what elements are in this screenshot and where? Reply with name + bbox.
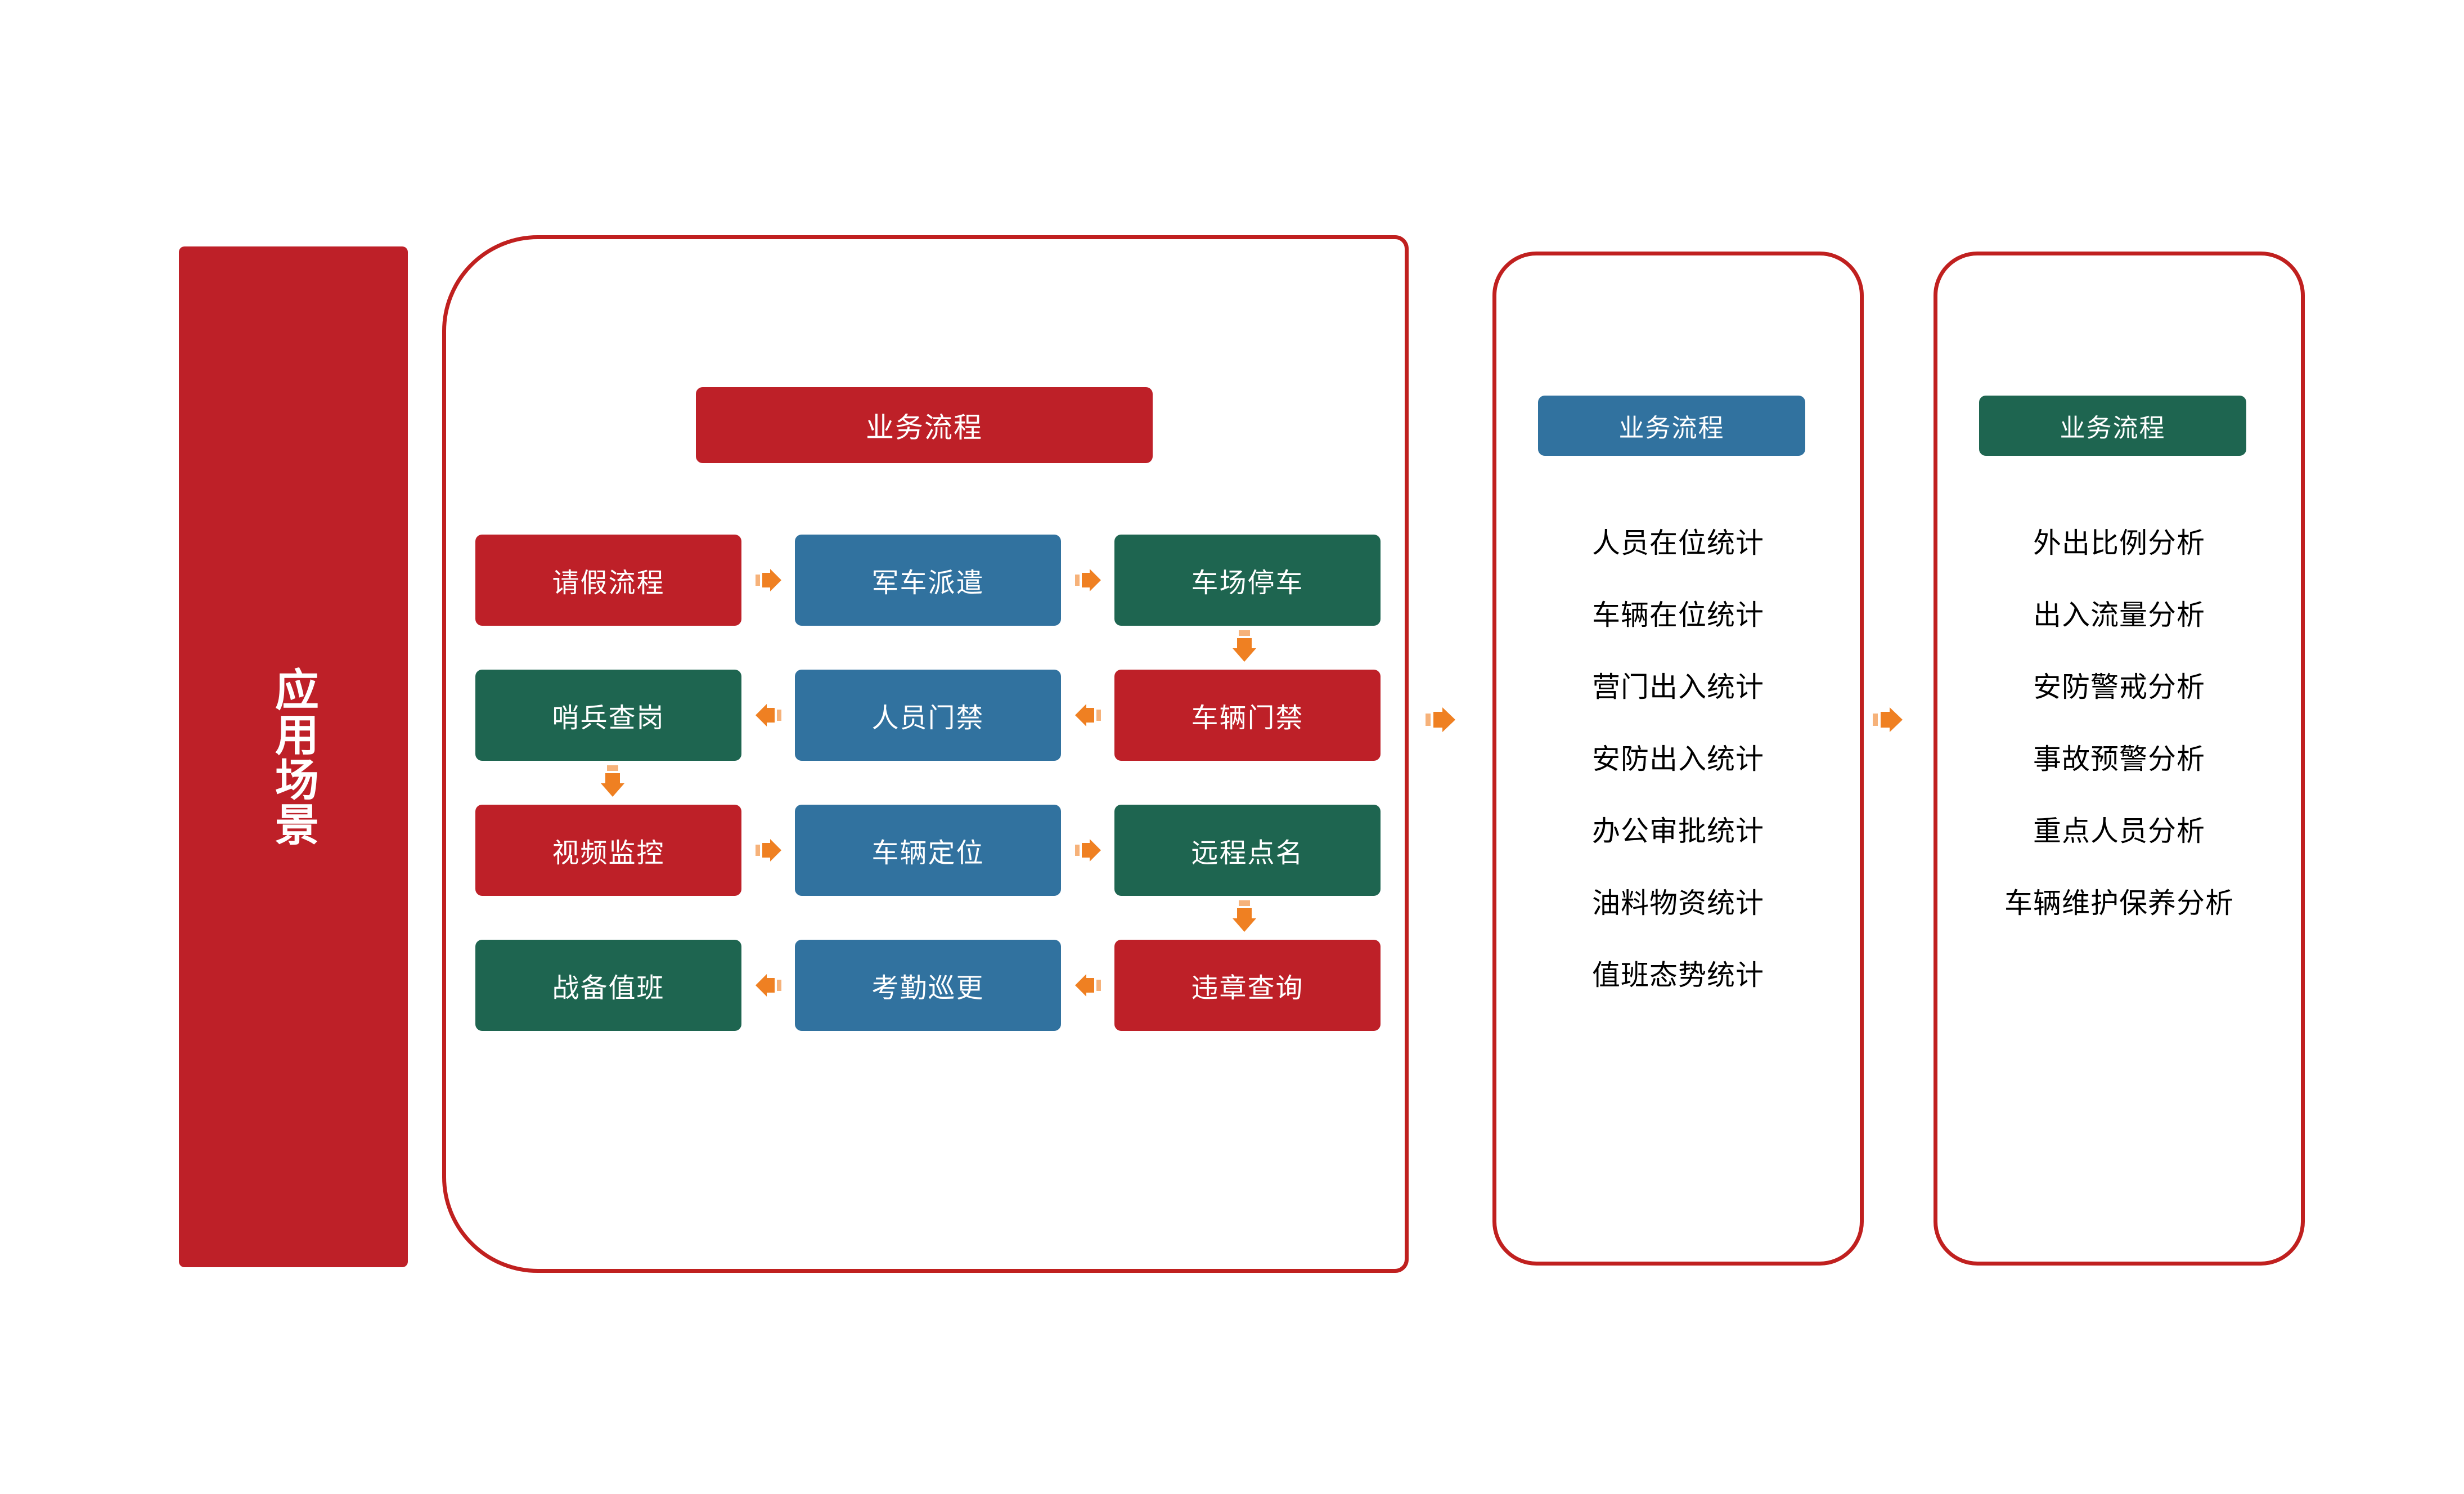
flow-box-label: 视频监控 [552,838,665,868]
arrow-right-icon [753,565,784,595]
flow-arrow-slot [1061,700,1114,730]
flow-arrow-slot [741,970,795,1001]
arrow-right-icon [753,835,784,865]
process-panel-header: 业务流程 [696,387,1153,463]
flow-box-leave-process[interactable]: 请假流程 [475,535,741,626]
flow-box-sentry-inspection[interactable]: 哨兵查岗 [475,670,741,761]
flow-box-label: 请假流程 [552,568,665,598]
arrow-left-icon [1073,970,1103,1001]
flow-box-remote-roll-call[interactable]: 远程点名 [1114,805,1381,896]
list-item[interactable]: 油料物资统计 [1592,887,1764,919]
flow-arrow-slot [741,700,795,730]
flow-box-label: 远程点名 [1191,838,1304,868]
flow-arrow-slot [741,835,795,865]
list-item[interactable]: 安防出入统计 [1592,743,1764,775]
flow-box-label: 违章查询 [1191,973,1304,1003]
list-item[interactable]: 值班态势统计 [1592,959,1764,991]
list-item[interactable]: 安防警戒分析 [2033,671,2205,703]
list-item[interactable]: 办公审批统计 [1592,815,1764,847]
flow-arrow-slot [1061,970,1114,1001]
arrow-down-icon [597,764,628,800]
statistics-list: 人员在位统计 车辆在位统计 营门出入统计 安防出入统计 办公审批统计 油料物资统… [1492,529,1864,989]
flow-box-label: 军车派遣 [871,568,984,598]
arrow-right-icon [1871,703,1905,736]
flow-box-military-vehicle-dispatch[interactable]: 军车派遣 [795,535,1061,626]
flow-box-combat-readiness-duty[interactable]: 战备值班 [475,940,741,1031]
flow-box-personnel-access-control[interactable]: 人员门禁 [795,670,1061,761]
statistics-panel-header-label: 业务流程 [1618,414,1725,442]
statistics-panel-header: 业务流程 [1538,396,1805,456]
flow-arrow-slot [1061,565,1114,595]
flow-row: 请假流程 军车派遣 车场停车 [475,535,1381,626]
list-item[interactable]: 事故预警分析 [2033,743,2205,775]
process-flow-grid: 请假流程 军车派遣 车场停车 [475,535,1381,1031]
flow-box-label: 车辆定位 [871,838,984,868]
application-scenario-banner: 应用场景 [179,246,408,1267]
list-item[interactable]: 重点人员分析 [2033,815,2205,847]
arrow-left-icon [753,700,784,730]
flow-box-label: 车场停车 [1191,568,1304,598]
application-scenario-label: 应用场景 [268,667,318,847]
flow-arrow-slot [741,565,795,595]
list-item[interactable]: 营门出入统计 [1592,671,1764,703]
analysis-panel-header: 业务流程 [1979,396,2246,456]
flow-box-vehicle-access-control[interactable]: 车辆门禁 [1114,670,1381,761]
flow-box-label: 人员门禁 [871,703,984,733]
arrow-left-icon [1073,700,1103,730]
process-panel-header-label: 业务流程 [866,411,983,443]
list-item[interactable]: 车辆在位统计 [1592,599,1764,631]
arrow-down-icon [1229,629,1260,665]
flow-arrow-slot [1061,835,1114,865]
flow-box-vehicle-positioning[interactable]: 车辆定位 [795,805,1061,896]
flow-box-violation-query[interactable]: 违章查询 [1114,940,1381,1031]
list-item[interactable]: 外出比例分析 [2033,527,2205,559]
analysis-list: 外出比例分析 出入流量分析 安防警戒分析 事故预警分析 重点人员分析 车辆维护保… [1934,529,2305,917]
flow-box-video-surveillance[interactable]: 视频监控 [475,805,741,896]
analysis-panel-header-label: 业务流程 [2060,414,2166,442]
flow-row: 战备值班 考勤巡更 违章查询 [475,940,1381,1031]
flow-box-label: 哨兵查岗 [552,703,665,733]
flow-row: 视频监控 车辆定位 远程点名 [475,805,1381,896]
arrow-left-icon [753,970,784,1001]
flow-box-label: 车辆门禁 [1191,703,1304,733]
flow-box-label: 战备值班 [552,973,665,1003]
list-item[interactable]: 车辆维护保养分析 [2004,887,2234,919]
list-item[interactable]: 人员在位统计 [1592,527,1764,559]
flow-row: 哨兵查岗 人员门禁 车辆门禁 [475,670,1381,761]
list-item[interactable]: 出入流量分析 [2033,599,2205,631]
arrow-right-icon [1073,565,1103,595]
arrow-right-icon [1423,703,1458,736]
flow-box-label: 考勤巡更 [871,973,984,1003]
flow-box-parking-lot[interactable]: 车场停车 [1114,535,1381,626]
arrow-down-icon [1229,899,1260,935]
arrow-right-icon [1073,835,1103,865]
flow-box-attendance-patrol[interactable]: 考勤巡更 [795,940,1061,1031]
